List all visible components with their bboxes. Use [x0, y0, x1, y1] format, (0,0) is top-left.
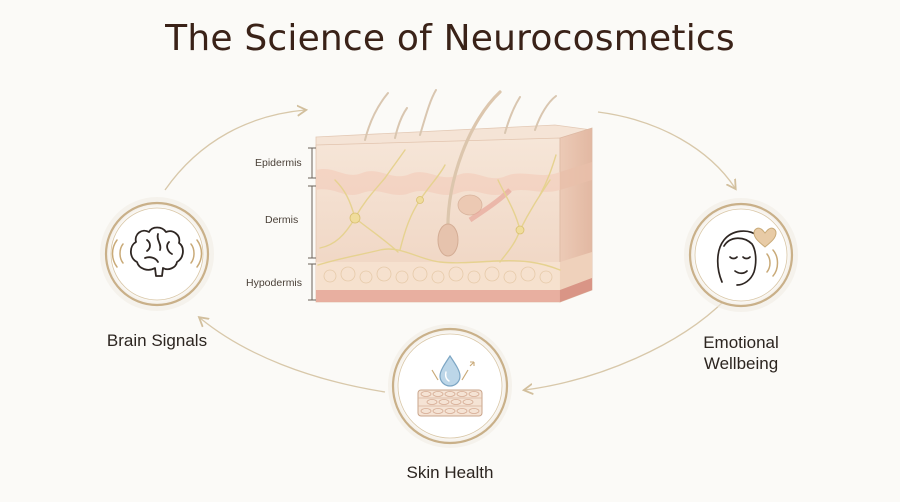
layer-label-epidermis: Epidermis	[255, 157, 302, 169]
layer-label-dermis: Dermis	[265, 214, 299, 226]
emotional-wellbeing-label: Emotional Wellbeing	[671, 332, 811, 374]
arrow-brain-to-skin-block	[164, 110, 305, 191]
hairs	[364, 89, 557, 237]
skin-cross-section	[315, 89, 593, 303]
nerve-cells	[349, 196, 525, 235]
signal-waves-icon	[766, 249, 779, 277]
arrow-skin-block-to-emotional	[597, 111, 735, 188]
fat-cells	[323, 266, 553, 284]
layer-label-hypodermis: Hypodermis	[246, 277, 303, 289]
arrow-emotional-to-skin-health	[525, 299, 726, 390]
skin-health-label: Skin Health	[406, 463, 494, 482]
emotional-wellbeing-label-line2: Wellbeing	[703, 354, 779, 373]
skin-droplet-icon	[417, 354, 483, 417]
arrow-skin-health-to-brain	[200, 318, 386, 393]
skin-health-node	[388, 324, 512, 448]
brain-signals-label: Brain Signals	[106, 331, 208, 350]
page-title: The Science of Neurocosmetics	[165, 18, 735, 59]
emotional-wellbeing-node	[684, 198, 798, 312]
face-icon	[716, 230, 759, 286]
layer-brackets	[308, 147, 316, 301]
brain-icon	[129, 226, 184, 277]
heart-icon	[753, 227, 777, 248]
brain-signals-node	[100, 197, 214, 311]
emotional-wellbeing-label-line1: Emotional	[703, 333, 779, 352]
signal-waves-icon	[111, 239, 203, 268]
